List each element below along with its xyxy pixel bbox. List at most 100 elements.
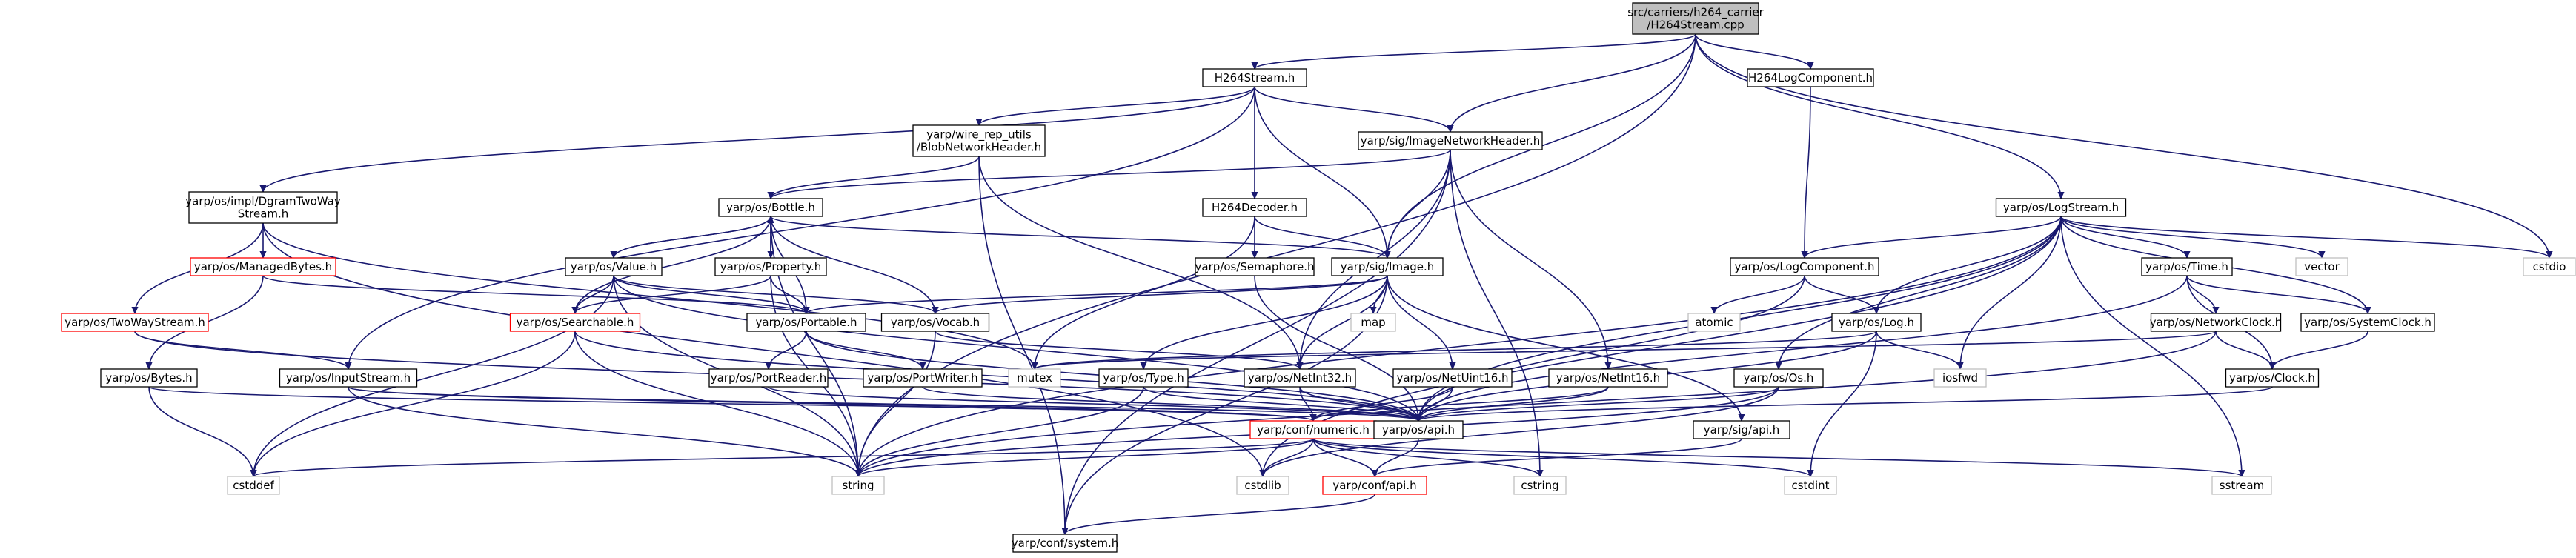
- node-box: [831, 476, 885, 495]
- node-searchable[interactable]: yarp/os/Searchable.h: [509, 313, 641, 332]
- edge-sigapi-to-confapi: [1375, 438, 1742, 476]
- node-h264stream[interactable]: H264Stream.h: [1202, 68, 1307, 87]
- node-sstream[interactable]: sstream: [2211, 476, 2272, 495]
- node-cstdio[interactable]: cstdio: [2523, 257, 2576, 276]
- node-vector[interactable]: vector: [2295, 257, 2348, 276]
- node-label: cstdint: [1791, 479, 1829, 492]
- node-iosfwd[interactable]: iosfwd: [1933, 368, 1987, 388]
- node-label: yarp/os/SystemClock.h: [2304, 316, 2431, 329]
- node-root[interactable]: src/carriers/h264_carrier/H264Stream.cpp: [1627, 2, 1765, 35]
- node-cstring[interactable]: cstring: [1513, 476, 1567, 495]
- node-box: [1632, 2, 1759, 35]
- node-h264dec[interactable]: H264Decoder.h: [1202, 198, 1307, 217]
- edge-searchable-to-cstddef: [253, 331, 576, 476]
- node-logstream[interactable]: yarp/os/LogStream.h: [1995, 198, 2127, 217]
- edge-logstream-to-cstdio: [2060, 216, 2549, 258]
- node-property[interactable]: yarp/os/Property.h: [714, 257, 827, 276]
- node-log[interactable]: yarp/os/Log.h: [1831, 313, 1922, 332]
- node-label: iosfwd: [1942, 371, 1978, 385]
- node-portreader[interactable]: yarp/os/PortReader.h: [708, 368, 829, 388]
- node-netclock[interactable]: yarp/os/NetworkClock.h: [2150, 313, 2283, 332]
- node-cstddef[interactable]: cstddef: [227, 476, 280, 495]
- node-label: yarp/sig/api.h: [1704, 423, 1780, 436]
- node-vocab[interactable]: yarp/os/Vocab.h: [880, 313, 990, 332]
- edge-image-to-bottle: [771, 216, 1388, 259]
- node-netint32[interactable]: yarp/os/NetInt32.h: [1244, 368, 1356, 388]
- node-box: [1784, 476, 1837, 495]
- node-box: [708, 368, 829, 388]
- node-type[interactable]: yarp/os/Type.h: [1098, 368, 1189, 388]
- node-logcomp[interactable]: yarp/os/LogComponent.h: [1730, 257, 1879, 276]
- node-h264logcomp[interactable]: H264LogComponent.h: [1747, 68, 1874, 87]
- node-atomic[interactable]: atomic: [1687, 313, 1741, 332]
- node-confapi[interactable]: yarp/conf/api.h: [1322, 476, 1427, 495]
- node-box: [1693, 420, 1790, 439]
- node-clock[interactable]: yarp/os/Clock.h: [2225, 368, 2320, 388]
- node-label: yarp/os/LogStream.h: [2003, 201, 2119, 214]
- node-box: [1098, 368, 1189, 388]
- node-netuint16[interactable]: yarp/os/NetUint16.h: [1392, 368, 1513, 388]
- node-cstdint[interactable]: cstdint: [1784, 476, 1837, 495]
- node-label: yarp/os/Semaphore.h: [1195, 260, 1315, 273]
- node-box: [912, 124, 1046, 157]
- node-twoway[interactable]: yarp/os/TwoWayStream.h: [61, 313, 209, 332]
- node-string[interactable]: string: [831, 476, 885, 495]
- node-cstdlib[interactable]: cstdlib: [1236, 476, 1289, 495]
- edge-dgram-to-mutex: [262, 222, 1035, 369]
- node-value[interactable]: yarp/os/Value.h: [565, 257, 663, 276]
- node-os[interactable]: yarp/os/Os.h: [1733, 368, 1824, 388]
- node-box: [1195, 257, 1315, 276]
- node-imgnet[interactable]: yarp/sig/ImageNetworkHeader.h: [1358, 131, 1543, 150]
- edge-blobnet-to-confsystem: [978, 156, 1065, 534]
- edge-h264dec-to-image: [1254, 216, 1387, 258]
- edge-time-to-osapi: [1418, 275, 2188, 421]
- node-confsystem[interactable]: yarp/conf/system.h: [1012, 534, 1119, 553]
- node-bottle[interactable]: yarp/os/Bottle.h: [718, 198, 823, 217]
- edge-bytes-to-confnumeric: [148, 386, 1313, 421]
- node-time[interactable]: yarp/os/Time.h: [2141, 257, 2233, 276]
- edge-managed-to-portable: [262, 275, 806, 313]
- edge-confnumeric-to-string: [858, 438, 1314, 476]
- node-bytes[interactable]: yarp/os/Bytes.h: [100, 368, 198, 388]
- edge-netint32-to-osapi: [1299, 386, 1418, 421]
- edge-confapi-to-confsystem: [1065, 494, 1375, 534]
- node-box: [1322, 476, 1427, 495]
- node-box: [718, 198, 823, 217]
- node-portwriter[interactable]: yarp/os/PortWriter.h: [863, 368, 983, 388]
- node-semaphore[interactable]: yarp/os/Semaphore.h: [1195, 257, 1315, 276]
- edge-image-to-netuint16: [1387, 275, 1453, 369]
- node-box: [863, 368, 983, 388]
- node-label: yarp/sig/Image.h: [1341, 260, 1435, 273]
- node-image[interactable]: yarp/sig/Image.h: [1331, 257, 1444, 276]
- node-osapi[interactable]: yarp/os/api.h: [1373, 420, 1464, 439]
- edge-clock-to-osapi: [1418, 386, 2273, 421]
- edge-root-to-cstdio: [1695, 33, 2549, 258]
- node-managed[interactable]: yarp/os/ManagedBytes.h: [190, 257, 336, 276]
- edge-blobnet-to-bottle: [771, 156, 980, 199]
- node-confnumeric[interactable]: yarp/conf/numeric.h: [1249, 420, 1377, 439]
- node-label: Stream.h: [238, 207, 289, 221]
- node-inputstream[interactable]: yarp/os/InputStream.h: [279, 368, 418, 388]
- edge-logstream-to-string: [858, 216, 2062, 476]
- edge-root-to-h264stream: [1255, 33, 1696, 69]
- edge-netuint16-to-confnumeric: [1313, 386, 1453, 421]
- node-box: [1012, 534, 1118, 553]
- node-portable[interactable]: yarp/os/Portable.h: [746, 313, 866, 332]
- edge-root-to-logstream: [1695, 33, 2061, 199]
- edge-root-to-h264logcomp: [1695, 33, 1810, 69]
- edge-value-to-portable: [613, 275, 806, 313]
- node-label: yarp/os/Os.h: [1744, 371, 1814, 385]
- node-mutex[interactable]: mutex: [1008, 368, 1061, 388]
- node-label: yarp/os/Bottle.h: [726, 201, 815, 214]
- node-blobnet[interactable]: yarp/wire_rep_utils/BlobNetworkHeader.h: [912, 124, 1046, 157]
- node-sigapi[interactable]: yarp/sig/api.h: [1693, 420, 1790, 439]
- node-label: string: [842, 479, 874, 492]
- node-box: [2141, 257, 2233, 276]
- node-box: [1995, 198, 2127, 217]
- node-map[interactable]: map: [1350, 313, 1396, 332]
- node-sysclock[interactable]: yarp/os/SystemClock.h: [2300, 313, 2435, 332]
- node-netint16[interactable]: yarp/os/NetInt16.h: [1548, 368, 1668, 388]
- edges-layer: [135, 33, 2549, 534]
- node-box: [1249, 420, 1377, 439]
